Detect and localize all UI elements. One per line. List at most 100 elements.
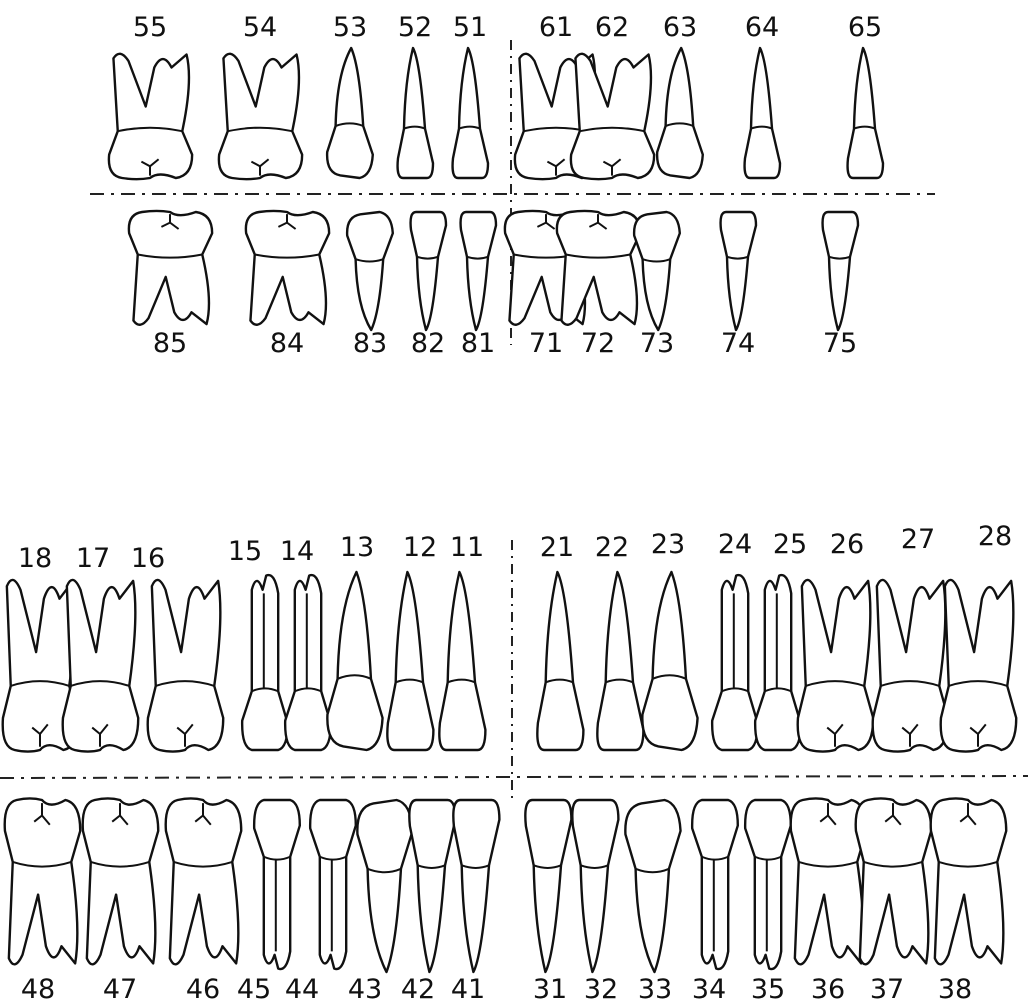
tooth-outline	[798, 580, 874, 752]
tooth-number-46: 46	[186, 974, 220, 1005]
tooth-28	[941, 580, 1017, 752]
tooth-number-73: 73	[640, 328, 674, 359]
tooth-outline	[409, 800, 455, 972]
permanent-occlusal-line	[0, 776, 1028, 778]
tooth-outline	[745, 48, 780, 178]
tooth-16	[148, 580, 224, 752]
tooth-25	[755, 575, 801, 750]
tooth-outline	[941, 580, 1017, 752]
tooth-number-54: 54	[243, 12, 277, 43]
tooth-number-15: 15	[228, 536, 262, 567]
tooth-number-53: 53	[333, 12, 367, 43]
tooth-75	[823, 212, 858, 330]
tooth-46	[166, 798, 242, 964]
tooth-outline	[745, 800, 791, 969]
tooth-number-28: 28	[978, 521, 1012, 552]
tooth-number-25: 25	[773, 529, 807, 560]
tooth-number-35: 35	[751, 974, 785, 1005]
tooth-number-48: 48	[21, 974, 55, 1005]
tooth-number-72: 72	[581, 328, 615, 359]
tooth-outline	[721, 212, 756, 330]
tooth-23	[642, 572, 697, 750]
tooth-outline	[219, 54, 302, 179]
tooth-number-52: 52	[398, 12, 432, 43]
tooth-outline	[572, 800, 618, 972]
tooth-62	[571, 54, 654, 179]
tooth-24	[712, 575, 758, 750]
tooth-outline	[597, 572, 643, 750]
tooth-number-74: 74	[721, 328, 755, 359]
tooth-number-83: 83	[353, 328, 387, 359]
tooth-outline	[310, 800, 356, 969]
tooth-number-47: 47	[103, 974, 137, 1005]
tooth-number-65: 65	[848, 12, 882, 43]
tooth-55	[109, 54, 192, 179]
tooth-number-36: 36	[811, 974, 845, 1005]
tooth-11	[439, 572, 485, 750]
tooth-outline	[755, 575, 801, 750]
tooth-number-81: 81	[461, 328, 495, 359]
tooth-outline	[823, 212, 858, 330]
tooth-number-12: 12	[403, 532, 437, 563]
tooth-82	[411, 212, 446, 330]
tooth-number-23: 23	[651, 529, 685, 560]
tooth-outline	[254, 800, 300, 969]
tooth-41	[453, 800, 499, 972]
tooth-outline	[525, 800, 571, 972]
tooth-number-45: 45	[237, 974, 271, 1005]
tooth-number-31: 31	[533, 974, 567, 1005]
tooth-outline	[712, 575, 758, 750]
tooth-72	[557, 211, 640, 325]
tooth-13	[327, 572, 382, 750]
tooth-number-18: 18	[18, 543, 52, 574]
tooth-outline	[642, 572, 697, 750]
tooth-51	[453, 48, 488, 178]
tooth-outline	[398, 48, 433, 178]
tooth-35	[745, 800, 791, 969]
tooth-65	[848, 48, 883, 178]
tooth-number-17: 17	[76, 543, 110, 574]
tooth-42	[409, 800, 455, 972]
tooth-47	[83, 798, 159, 964]
tooth-number-34: 34	[692, 974, 726, 1005]
tooth-73	[634, 212, 680, 330]
tooth-outline	[411, 212, 446, 330]
tooth-number-26: 26	[830, 529, 864, 560]
tooth-number-21: 21	[540, 532, 574, 563]
tooth-outline	[537, 572, 583, 750]
tooth-83	[347, 212, 393, 330]
tooth-outline	[848, 48, 883, 178]
tooth-outline	[453, 800, 499, 972]
tooth-number-16: 16	[131, 543, 165, 574]
tooth-outline	[129, 211, 212, 325]
tooth-number-33: 33	[638, 974, 672, 1005]
tooth-outline	[109, 54, 192, 179]
tooth-number-71: 71	[529, 328, 563, 359]
tooth-number-43: 43	[348, 974, 382, 1005]
tooth-number-44: 44	[285, 974, 319, 1005]
tooth-14	[285, 575, 331, 750]
tooth-outline	[63, 580, 139, 752]
tooth-74	[721, 212, 756, 330]
tooth-17	[63, 580, 139, 752]
tooth-43	[357, 800, 412, 972]
tooth-outline	[387, 572, 433, 750]
tooth-number-27: 27	[901, 524, 935, 555]
tooth-52	[398, 48, 433, 178]
tooth-27	[873, 580, 949, 752]
tooth-number-13: 13	[340, 532, 374, 563]
tooth-number-24: 24	[718, 529, 752, 560]
tooth-45	[254, 800, 300, 969]
tooth-outline	[571, 54, 654, 179]
tooth-outline	[461, 212, 496, 330]
tooth-number-11: 11	[450, 532, 484, 563]
tooth-number-38: 38	[938, 974, 972, 1005]
tooth-38	[931, 798, 1007, 964]
tooth-outline	[856, 798, 932, 964]
tooth-outline	[634, 212, 680, 330]
tooth-outline	[453, 48, 488, 178]
tooth-48	[5, 798, 81, 964]
tooth-outline	[242, 575, 288, 750]
tooth-outline	[873, 580, 949, 752]
